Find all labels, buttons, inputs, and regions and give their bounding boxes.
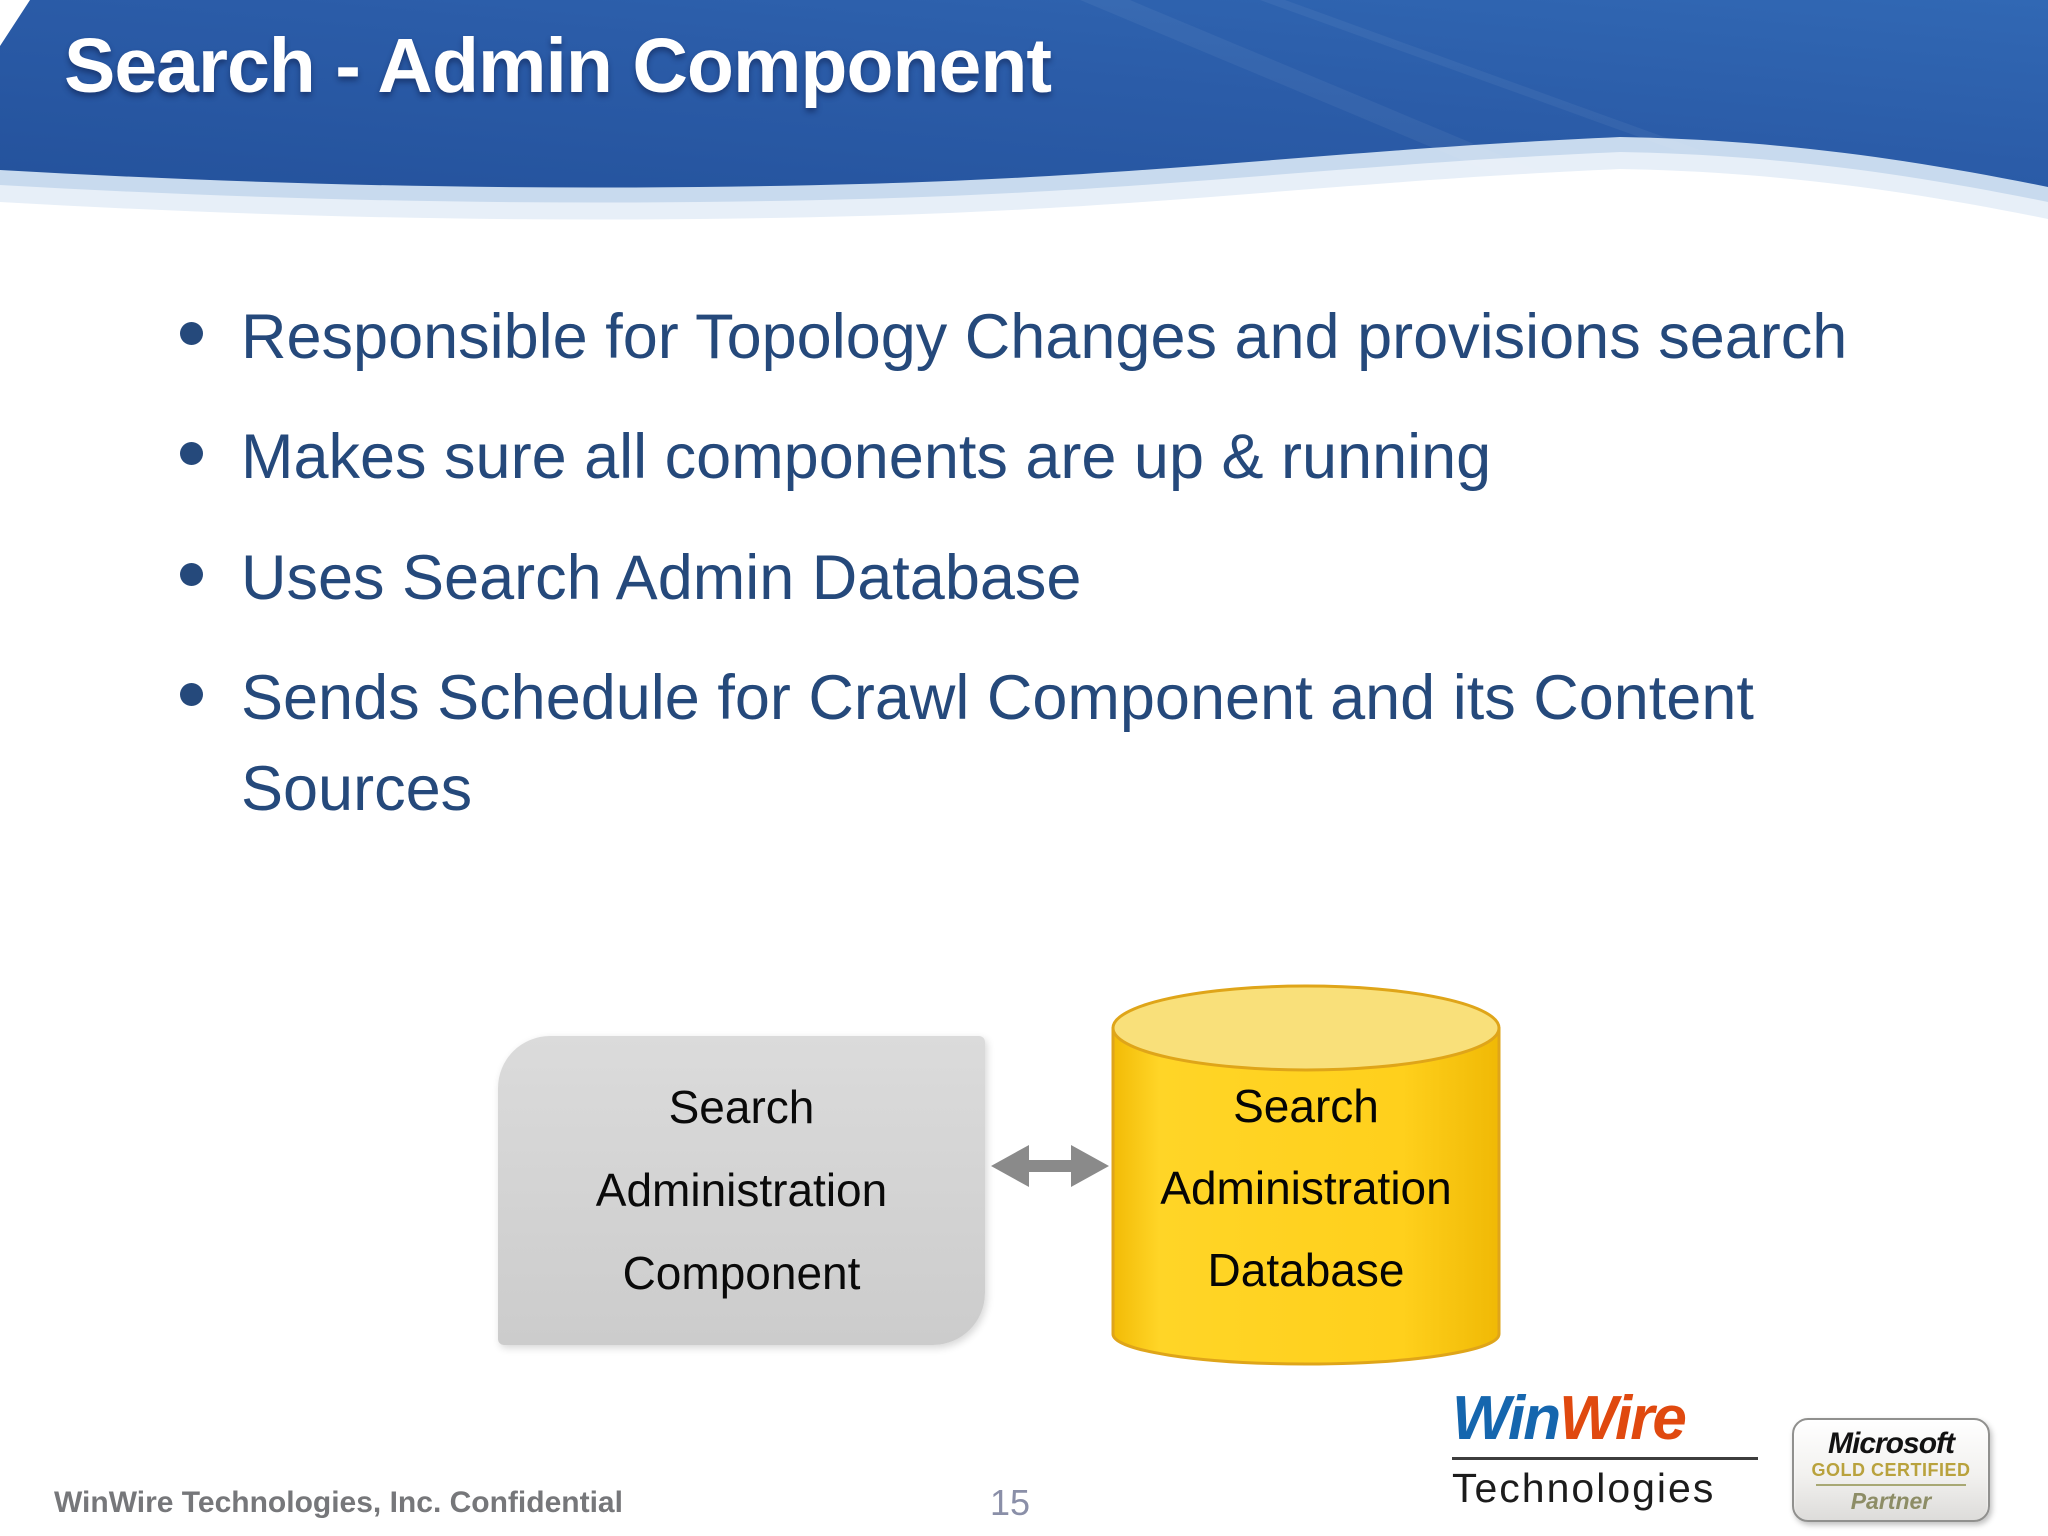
bullet-dot-icon xyxy=(180,322,203,345)
decor-streak-2 xyxy=(1260,0,1700,150)
partner-label: Partner xyxy=(1850,1487,1932,1514)
bullet-text: Sends Schedule for Crawl Component and i… xyxy=(241,663,1754,825)
bullet-item: Uses Search Admin Database xyxy=(180,533,1980,624)
bullet-dot-icon xyxy=(180,562,203,586)
bullet-text: Responsible for Topology Changes and pro… xyxy=(241,302,1848,372)
bullet-dot-icon xyxy=(180,442,203,466)
winwire-logo: WinWire Technologies xyxy=(1452,1388,1764,1512)
winwire-wordmark: WinWire xyxy=(1452,1388,1764,1450)
confidential-footer-text: WinWire Technologies, Inc. Confidential xyxy=(54,1486,623,1519)
double-arrow-icon xyxy=(991,1145,1109,1187)
bullet-text: Makes sure all components are up & runni… xyxy=(241,422,1492,493)
database-cylinder xyxy=(1111,984,1501,1366)
winwire-word-wire: Wire xyxy=(1559,1384,1687,1453)
bullet-item: Sends Schedule for Crawl Component and i… xyxy=(180,653,1980,836)
winwire-technologies-label: Technologies xyxy=(1452,1465,1716,1511)
winwire-logo-rule xyxy=(1452,1457,1758,1460)
corner-notch xyxy=(0,0,30,46)
slide-title: Search - Admin Component xyxy=(64,23,1052,109)
search-admin-component-box: Search Administration Component xyxy=(498,1036,985,1345)
bullet-item: Makes sure all components are up & runni… xyxy=(180,412,1980,503)
badge-divider xyxy=(1816,1483,1966,1486)
gold-certified-label: GOLD CERTIFIED xyxy=(1811,1460,1971,1481)
search-admin-database-label: Search Administration Database xyxy=(1160,1080,1452,1296)
decor-streak-1 xyxy=(1080,0,1560,180)
header-wave-banner xyxy=(0,0,2048,220)
bullet-list: Responsible for Topology Changes and pro… xyxy=(180,292,1980,865)
page-number: 15 xyxy=(990,1482,1031,1523)
winwire-word-win: Win xyxy=(1452,1384,1561,1453)
wave-blue-shape xyxy=(0,0,2048,188)
bullet-item: Responsible for Topology Changes and pro… xyxy=(180,292,1980,383)
microsoft-brand-label: Microsoft xyxy=(1828,1426,1955,1460)
microsoft-gold-partner-badge: Microsoft GOLD CERTIFIED Partner xyxy=(1792,1418,1990,1522)
bullet-text: Uses Search Admin Database xyxy=(241,542,1082,613)
bullet-dot-icon xyxy=(180,683,203,707)
